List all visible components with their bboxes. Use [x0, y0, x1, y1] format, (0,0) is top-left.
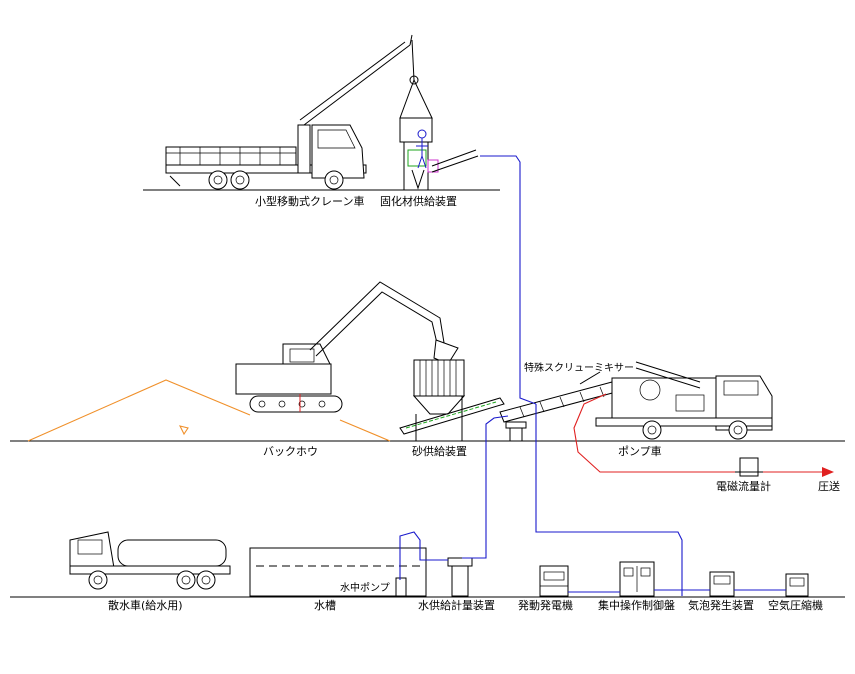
- label-water-truck: 散水車(給水用): [108, 598, 183, 612]
- crane-truck: [165, 34, 415, 190]
- control-panel: [619, 561, 655, 597]
- label-foam-generator: 気泡発生装置: [688, 598, 754, 612]
- label-control-panel: 集中操作制御盤: [598, 598, 675, 612]
- label-water-tank: 水槽: [314, 599, 336, 612]
- water-supply-line: [399, 531, 448, 580]
- screw-mixer: [499, 371, 617, 441]
- label-sand-feeder: 砂供給装置: [412, 444, 467, 458]
- flowmeter: [735, 457, 763, 477]
- backhoe: [235, 281, 459, 413]
- solidifier-feed-line: [480, 155, 537, 405]
- pump-truck: [595, 361, 773, 440]
- control-link-line: [568, 589, 786, 593]
- label-screw-mixer: 特殊スクリューミキサー: [524, 361, 634, 374]
- label-water-meter-feeder: 水供給計量装置: [418, 598, 495, 612]
- pressure-arrow: [822, 467, 834, 477]
- water-meter-feeder: [447, 557, 473, 597]
- generator: [539, 565, 569, 597]
- air-compressor: [785, 573, 809, 597]
- label-solidifier-feeder: 固化材供給装置: [380, 194, 457, 208]
- water-tank: [249, 547, 427, 597]
- label-backhoe: バックホウ: [263, 445, 318, 458]
- label-pressure-send: 圧送: [818, 479, 840, 493]
- output-pipe: [573, 393, 826, 473]
- water-to-mixer-line: [462, 415, 509, 559]
- label-flowmeter: 電磁流量計: [716, 479, 771, 493]
- label-generator: 発動発電機: [518, 598, 573, 612]
- label-submersible-pump: 水中ポンプ: [340, 581, 390, 594]
- label-crane-truck: 小型移動式クレーン車: [255, 194, 364, 208]
- label-air-compressor: 空気圧縮機: [768, 598, 823, 612]
- foam-generator: [709, 571, 735, 597]
- sand-feeder: [399, 359, 505, 441]
- label-pump-truck: ポンプ車: [618, 444, 662, 458]
- water-truck: [69, 531, 231, 590]
- foam-feed-line: [535, 404, 683, 596]
- sand-pile: [27, 379, 391, 442]
- solidifier-feeder: [399, 75, 479, 190]
